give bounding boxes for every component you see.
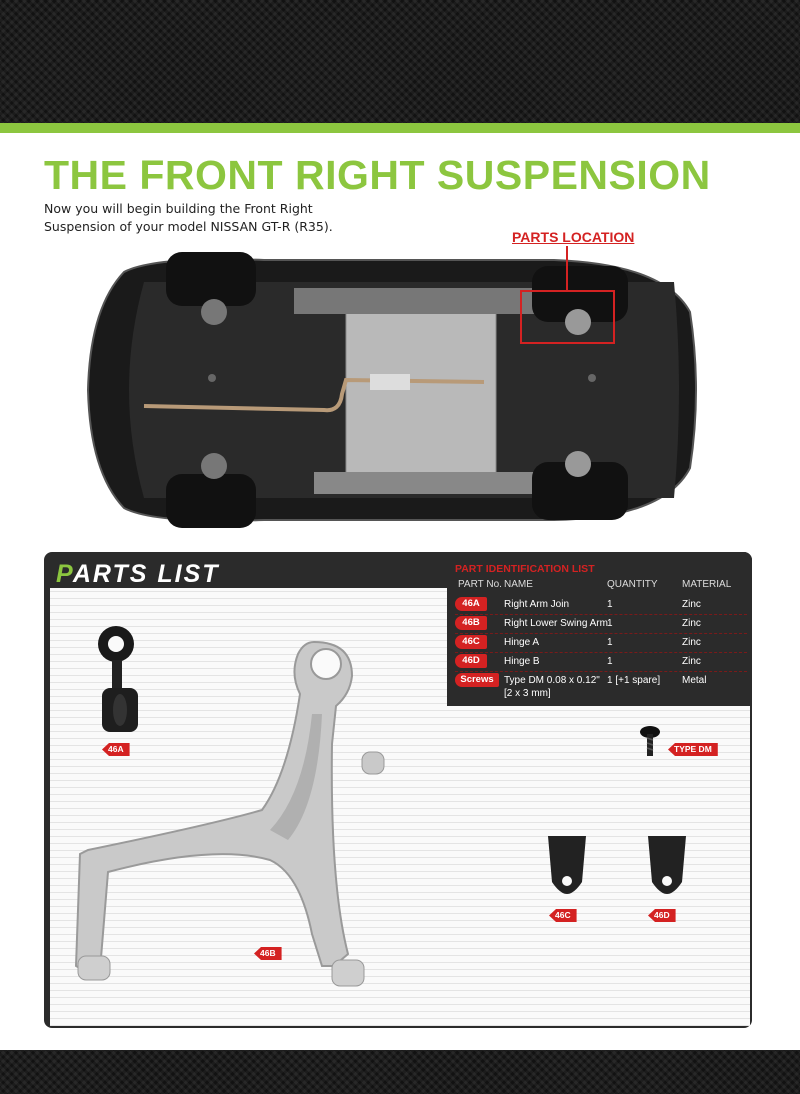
parts-location-highlight-box — [520, 290, 615, 344]
page-title: THE FRONT RIGHT SUSPENSION — [44, 152, 711, 198]
part-tag-46c: 46C — [455, 635, 487, 649]
parts-location-label: PARTS LOCATION — [512, 229, 635, 245]
intro-text-line-2: Suspension of your model NISSAN GT-R (R3… — [44, 219, 333, 234]
column-header-name: NAME — [504, 579, 533, 590]
parts-location-pointer — [566, 246, 568, 291]
car-underside-image — [84, 252, 704, 528]
carbon-footer-band — [0, 1050, 800, 1094]
row-quantity: 1 — [607, 637, 613, 648]
part-46a-image — [92, 622, 152, 738]
part-label-46c: 46C — [549, 909, 577, 922]
part-label-46b: 46B — [254, 947, 282, 960]
row-name: Right Arm Join — [504, 599, 570, 610]
column-header-part-no: PART No. — [458, 579, 502, 590]
row-quantity: 1 — [607, 599, 613, 610]
green-accent-bar — [0, 123, 800, 133]
row-divider — [455, 614, 747, 615]
row-divider — [455, 633, 747, 634]
part-label-46d: 46D — [648, 909, 676, 922]
row-divider — [455, 652, 747, 653]
part-tag-screws: Screws — [455, 673, 499, 687]
row-quantity: 1 — [607, 656, 613, 667]
screw-type-dm-image — [638, 724, 662, 760]
row-quantity: 1 [+1 spare] — [607, 675, 661, 686]
column-header-material: MATERIAL — [682, 579, 732, 590]
row-material: Zinc — [682, 656, 701, 667]
row-material: Metal — [682, 675, 707, 686]
part-tag-46b: 46B — [455, 616, 487, 630]
part-identification-title: PART IDENTIFICATION LIST — [455, 563, 595, 575]
parts-list-heading-initial: P — [56, 560, 73, 588]
row-material: Zinc — [682, 637, 701, 648]
row-name: Right Lower Swing Arm — [504, 618, 608, 629]
row-name: Type DM 0.08 x 0.12" — [504, 675, 600, 686]
row-quantity: 1 — [607, 618, 613, 629]
carbon-header-band — [0, 0, 800, 123]
part-tag-46d: 46D — [455, 654, 487, 668]
parts-list-heading-rest: ARTS LIST — [72, 560, 220, 588]
part-46b-image — [74, 634, 396, 992]
row-material: Zinc — [682, 618, 701, 629]
row-name-secondary: [2 x 3 mm] — [504, 688, 551, 699]
row-divider — [455, 671, 747, 672]
column-header-quantity: QUANTITY — [607, 579, 658, 590]
part-label-46a: 46A — [102, 743, 130, 756]
part-label-type-dm: TYPE DM — [668, 743, 718, 756]
intro-text-line-1: Now you will begin building the Front Ri… — [44, 201, 313, 216]
part-tag-46a: 46A — [455, 597, 487, 611]
row-material: Zinc — [682, 599, 701, 610]
part-46c-image — [544, 834, 590, 896]
part-46d-image — [644, 834, 690, 896]
row-name: Hinge B — [504, 656, 540, 667]
parts-list-heading: PARTS LIST — [56, 560, 220, 589]
row-name: Hinge A — [504, 637, 540, 648]
